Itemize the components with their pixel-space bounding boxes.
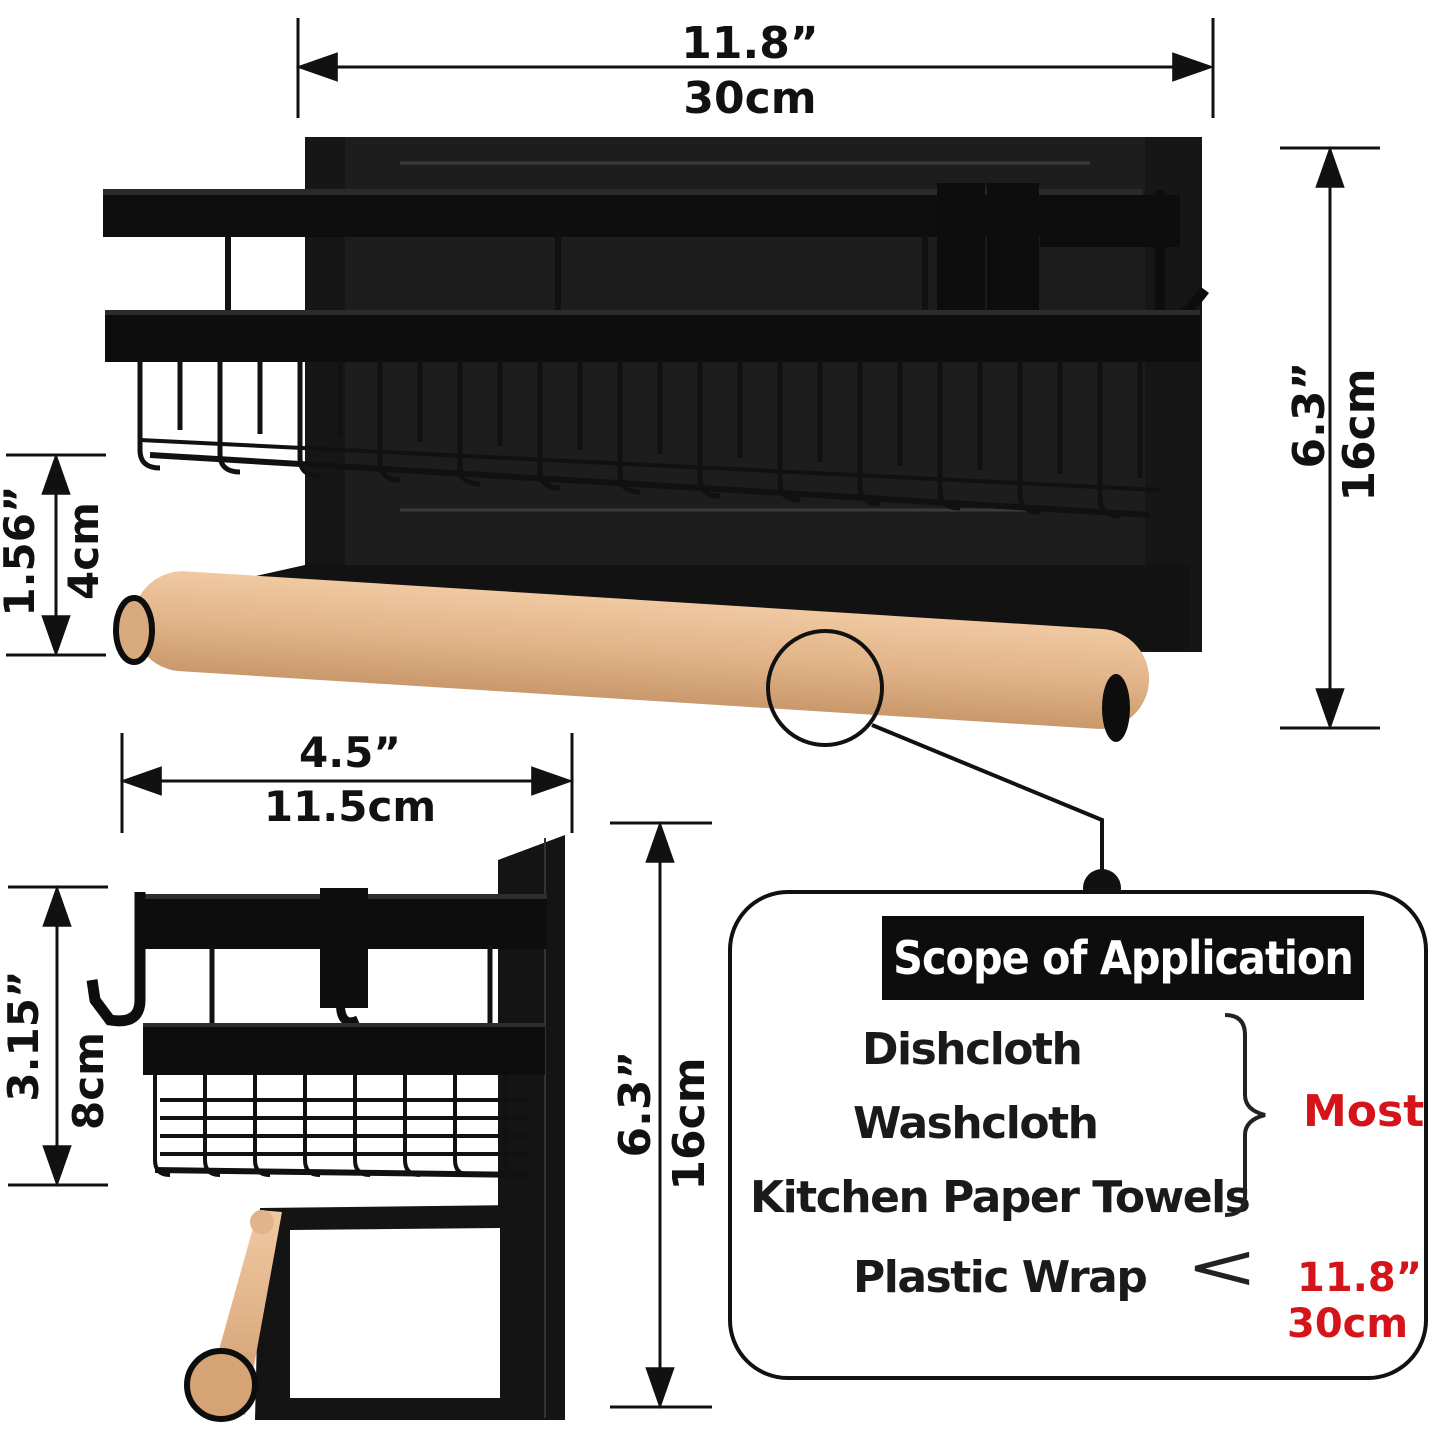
left-gap-cm-label: 4cm [59,502,108,600]
curly-brace-icon [1224,1013,1266,1217]
less-than-icon: < [1185,1230,1259,1303]
right-height-inch-label: 6.3” [1284,361,1335,469]
depth-inch-label: 4.5” [298,728,401,777]
wrap-limit-cm-label: 30cm [1287,1301,1409,1347]
side-height-inch-label: 6.3” [610,1050,661,1158]
top-width-dimension [295,18,1215,118]
top-width-inch-label: 11.8” [681,18,819,69]
side-height-dimension [610,820,712,1410]
top-width-cm-label: 30cm [683,73,817,124]
left-gap-dimension [6,452,106,658]
side-height-cm-label: 16cm [664,1057,715,1191]
right-height-cm-label: 16cm [1334,368,1385,502]
left-gap-inch-label: 1.56” [0,485,44,617]
scope-item-dishcloth: Dishcloth [862,1024,1083,1075]
scope-item-kitchen-paper-towels: Kitchen Paper Towels [750,1172,1251,1223]
scope-item-plastic-wrap: Plastic Wrap [853,1252,1148,1303]
depth-dimension [119,733,574,833]
scope-item-washcloth: Washcloth [853,1098,1099,1149]
rack-side-view [86,835,565,1422]
side-basket-inch-label: 3.15” [0,970,48,1102]
rack-front-view [103,137,1209,907]
most-label: Most [1303,1086,1425,1137]
depth-cm-label: 11.5cm [263,782,437,831]
scope-title: Scope of Application [882,916,1364,1000]
wrap-limit-inch-label: 11.8” [1297,1255,1422,1301]
right-height-dimension [1280,145,1380,731]
side-basket-dimension [8,884,108,1188]
side-basket-cm-label: 8cm [64,1032,113,1130]
